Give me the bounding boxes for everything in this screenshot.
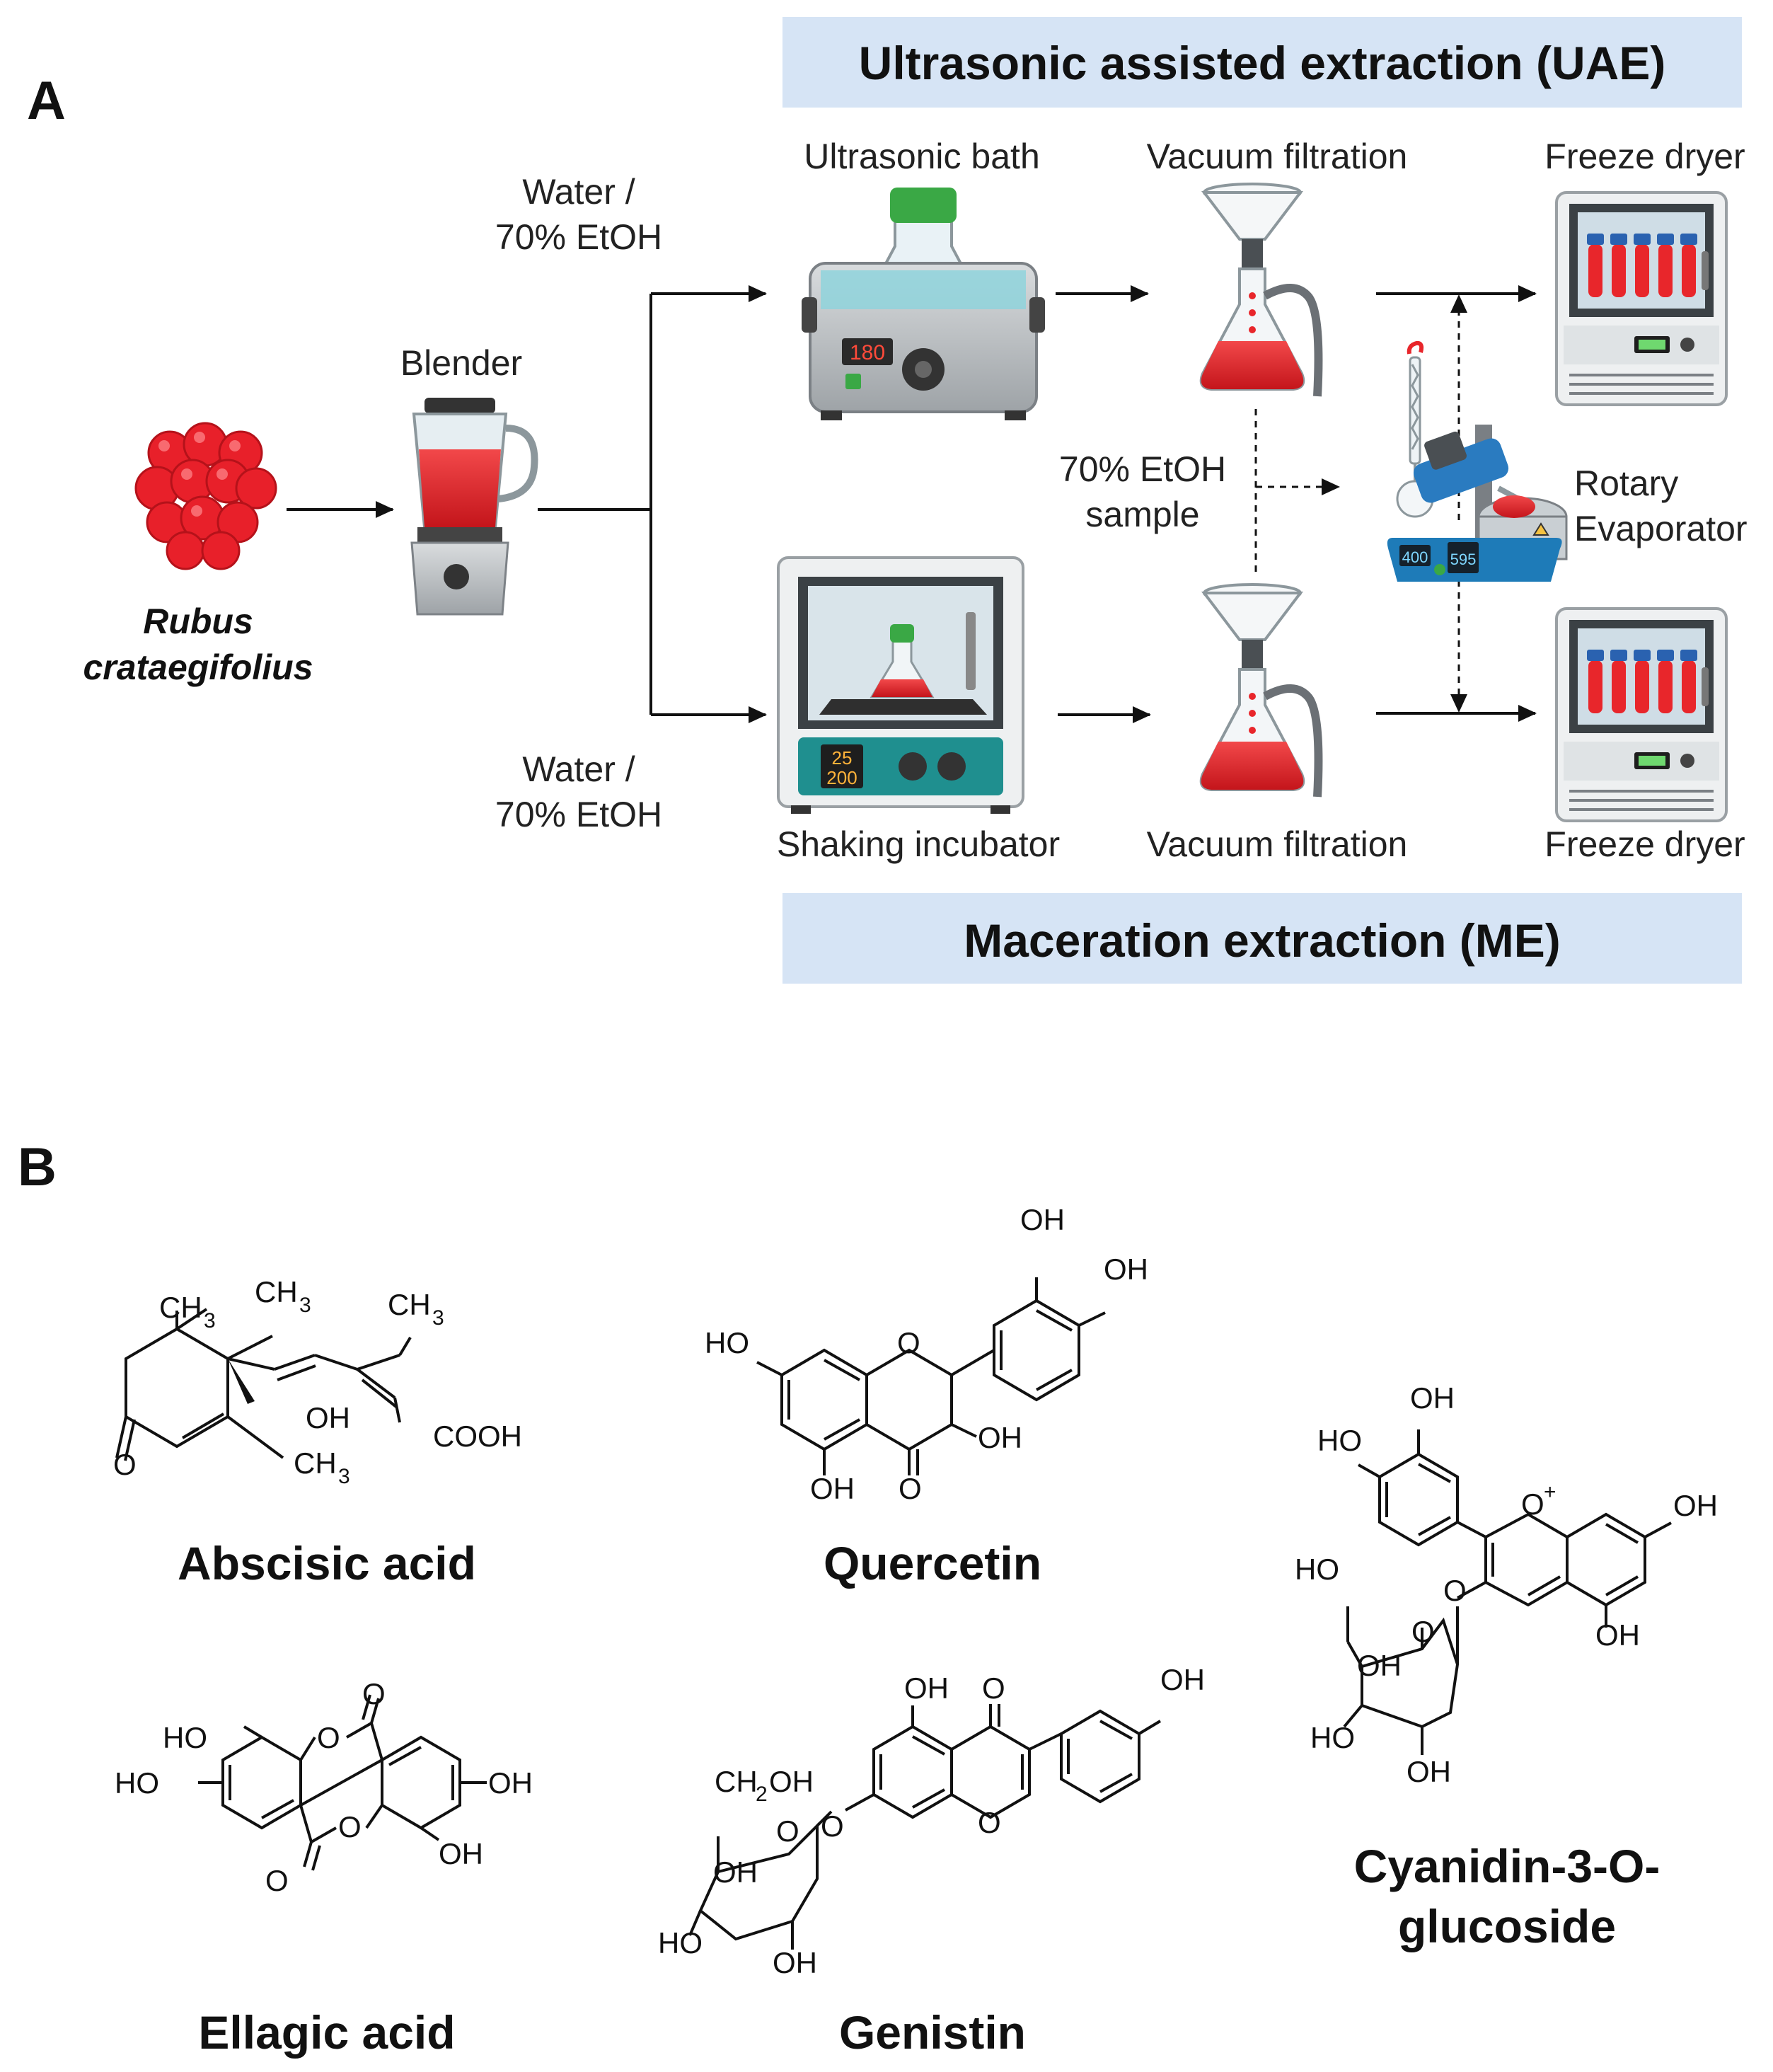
- ellagic-oh-right: OH: [488, 1766, 533, 1800]
- genistin-oh-sugar-b: OH: [773, 1946, 817, 1979]
- quercetin-oh-top: OH: [1020, 1203, 1065, 1236]
- ellagic-o-bottom: O: [265, 1864, 289, 1897]
- sample-label-line2: sample: [1085, 495, 1199, 534]
- genistin-o-keto: O: [982, 1671, 1005, 1705]
- cyanidin-ho-left: HO: [1317, 1424, 1362, 1457]
- aba-ch3-right-sub: 3: [432, 1306, 444, 1330]
- genistin-oh-sugar: OH: [713, 1855, 758, 1889]
- genistin-o-ring: O: [978, 1806, 1001, 1839]
- quercetin-ho: HO: [705, 1326, 749, 1359]
- berry-label-line2: crataegifolius: [83, 648, 313, 687]
- genistin-o-sugar: O: [776, 1814, 799, 1848]
- vacuum-bottom-label: Vacuum filtration: [1147, 824, 1408, 864]
- aba-o: O: [113, 1448, 137, 1481]
- solvent-top-line2: 70% EtOH: [495, 217, 662, 257]
- ultrasonic-display: 180: [850, 341, 885, 364]
- uae-banner: [782, 17, 1742, 108]
- cyanidin-plus: +: [1544, 1480, 1557, 1504]
- solvent-bottom-line1: Water /: [522, 749, 635, 789]
- aba-ch3-top-sub: 3: [299, 1294, 311, 1317]
- panel-b-label: B: [18, 1137, 57, 1197]
- ultrasonic-bath-label: Ultrasonic bath: [804, 137, 1040, 176]
- uae-title: Ultrasonic assisted extraction (UAE): [859, 37, 1666, 89]
- genistin-oh-5: OH: [904, 1671, 949, 1705]
- rotary-label-line1: Rotary: [1574, 464, 1678, 503]
- freeze-dryer-bottom-icon: [1555, 607, 1728, 822]
- quercetin-name: Quercetin: [824, 1537, 1041, 1589]
- ellagic-o-ring-top: O: [317, 1721, 340, 1754]
- ellagic-ho-left: HO: [115, 1766, 159, 1800]
- cyanidin-o-sugar: O: [1411, 1615, 1435, 1648]
- cyanidin-oh-sugar: OH: [1357, 1649, 1402, 1682]
- ellagic-oh-bottom: OH: [439, 1837, 483, 1870]
- cyanidin-name-line1: Cyanidin-3-O-: [1354, 1840, 1661, 1892]
- aba-ch3-bottom-sub: 3: [338, 1465, 350, 1488]
- cyanidin-ho-sugar: HO: [1310, 1721, 1355, 1754]
- cyanidin-o-link: O: [1443, 1574, 1467, 1607]
- rotary-display-right: 595: [1450, 551, 1477, 568]
- aba-ch3-right: CH: [388, 1288, 431, 1321]
- genistin-o-link: O: [821, 1809, 844, 1843]
- rotary-evaporator-icon: 400 595: [1387, 340, 1568, 582]
- me-banner: [782, 893, 1742, 984]
- aba-ch3-left-sub: 3: [204, 1309, 216, 1333]
- ultrasonic-bath-icon: 180: [802, 188, 1045, 420]
- aba-ch3-bottom: CH: [294, 1446, 337, 1480]
- cyanidin-structure: [1343, 1429, 1672, 1755]
- genistin-ch2oh-sub: 2: [756, 1783, 768, 1806]
- vacuum-top-label: Vacuum filtration: [1147, 137, 1408, 176]
- quercetin-oh-5: OH: [810, 1472, 855, 1505]
- blender-icon: [410, 398, 538, 616]
- incubator-display-bottom: 200: [826, 767, 857, 788]
- quercetin-structure: [756, 1277, 1106, 1475]
- cyanidin-oh-right: OH: [1673, 1489, 1718, 1522]
- quercetin-oh-3: OH: [978, 1421, 1022, 1454]
- ellagic-o-top: O: [362, 1677, 386, 1710]
- aba-ch3-left: CH: [159, 1291, 202, 1324]
- freeze-dryer-top-icon: [1555, 191, 1728, 406]
- aba-ch3-top: CH: [255, 1275, 298, 1308]
- quercetin-o-ring: O: [897, 1326, 920, 1359]
- shaking-incubator-label: Shaking incubator: [777, 824, 1060, 864]
- panel-a-label: A: [27, 71, 66, 131]
- genistin-ho-sugar: HO: [658, 1926, 703, 1959]
- shaking-incubator-icon: 25 200: [777, 556, 1024, 814]
- aba-cooh: COOH: [433, 1420, 522, 1453]
- blender-label: Blender: [400, 343, 522, 383]
- raspberry-icon: [134, 422, 277, 570]
- cyanidin-oh-top: OH: [1410, 1381, 1455, 1415]
- genistin-oh-right: OH: [1160, 1663, 1205, 1696]
- vacuum-filtration-bottom-icon: [1199, 583, 1323, 798]
- ellagic-acid-name: Ellagic acid: [198, 2006, 455, 2059]
- freeze-bottom-label: Freeze dryer: [1544, 824, 1745, 864]
- genistin-ch2oh-a: CH: [715, 1765, 758, 1798]
- me-title: Maceration extraction (ME): [964, 914, 1561, 967]
- ellagic-acid-structure: [198, 1694, 487, 1871]
- abscisic-acid-name: Abscisic acid: [178, 1537, 476, 1589]
- vacuum-filtration-top-icon: [1199, 183, 1323, 397]
- abscisic-acid-structure: [115, 1308, 412, 1461]
- berry-label-line1: Rubus: [143, 602, 253, 641]
- aba-oh: OH: [306, 1401, 350, 1434]
- ellagic-o-ring-bottom: O: [338, 1810, 362, 1843]
- rotary-display-left: 400: [1402, 548, 1428, 566]
- solvent-bottom-line2: 70% EtOH: [495, 795, 662, 834]
- genistin-name: Genistin: [839, 2006, 1026, 2059]
- quercetin-oh-right: OH: [1104, 1253, 1148, 1286]
- genistin-structure: [688, 1704, 1162, 1950]
- ellagic-ho-top: HO: [163, 1721, 207, 1754]
- cyanidin-o-plus: O: [1521, 1487, 1544, 1521]
- genistin-ch2oh-b: OH: [769, 1765, 814, 1798]
- incubator-display-top: 25: [832, 747, 853, 769]
- cyanidin-ho-ch2: HO: [1295, 1553, 1339, 1586]
- rotary-label-line2: Evaporator: [1574, 509, 1748, 548]
- solvent-top-line1: Water /: [522, 172, 635, 212]
- cyanidin-name-line2: glucoside: [1398, 1900, 1616, 1952]
- sample-label-line1: 70% EtOH: [1059, 449, 1226, 489]
- quercetin-o-keto: O: [899, 1472, 922, 1505]
- freeze-top-label: Freeze dryer: [1544, 137, 1745, 176]
- cyanidin-oh-sugar-b: OH: [1407, 1755, 1451, 1788]
- cyanidin-oh-bottom: OH: [1595, 1618, 1640, 1652]
